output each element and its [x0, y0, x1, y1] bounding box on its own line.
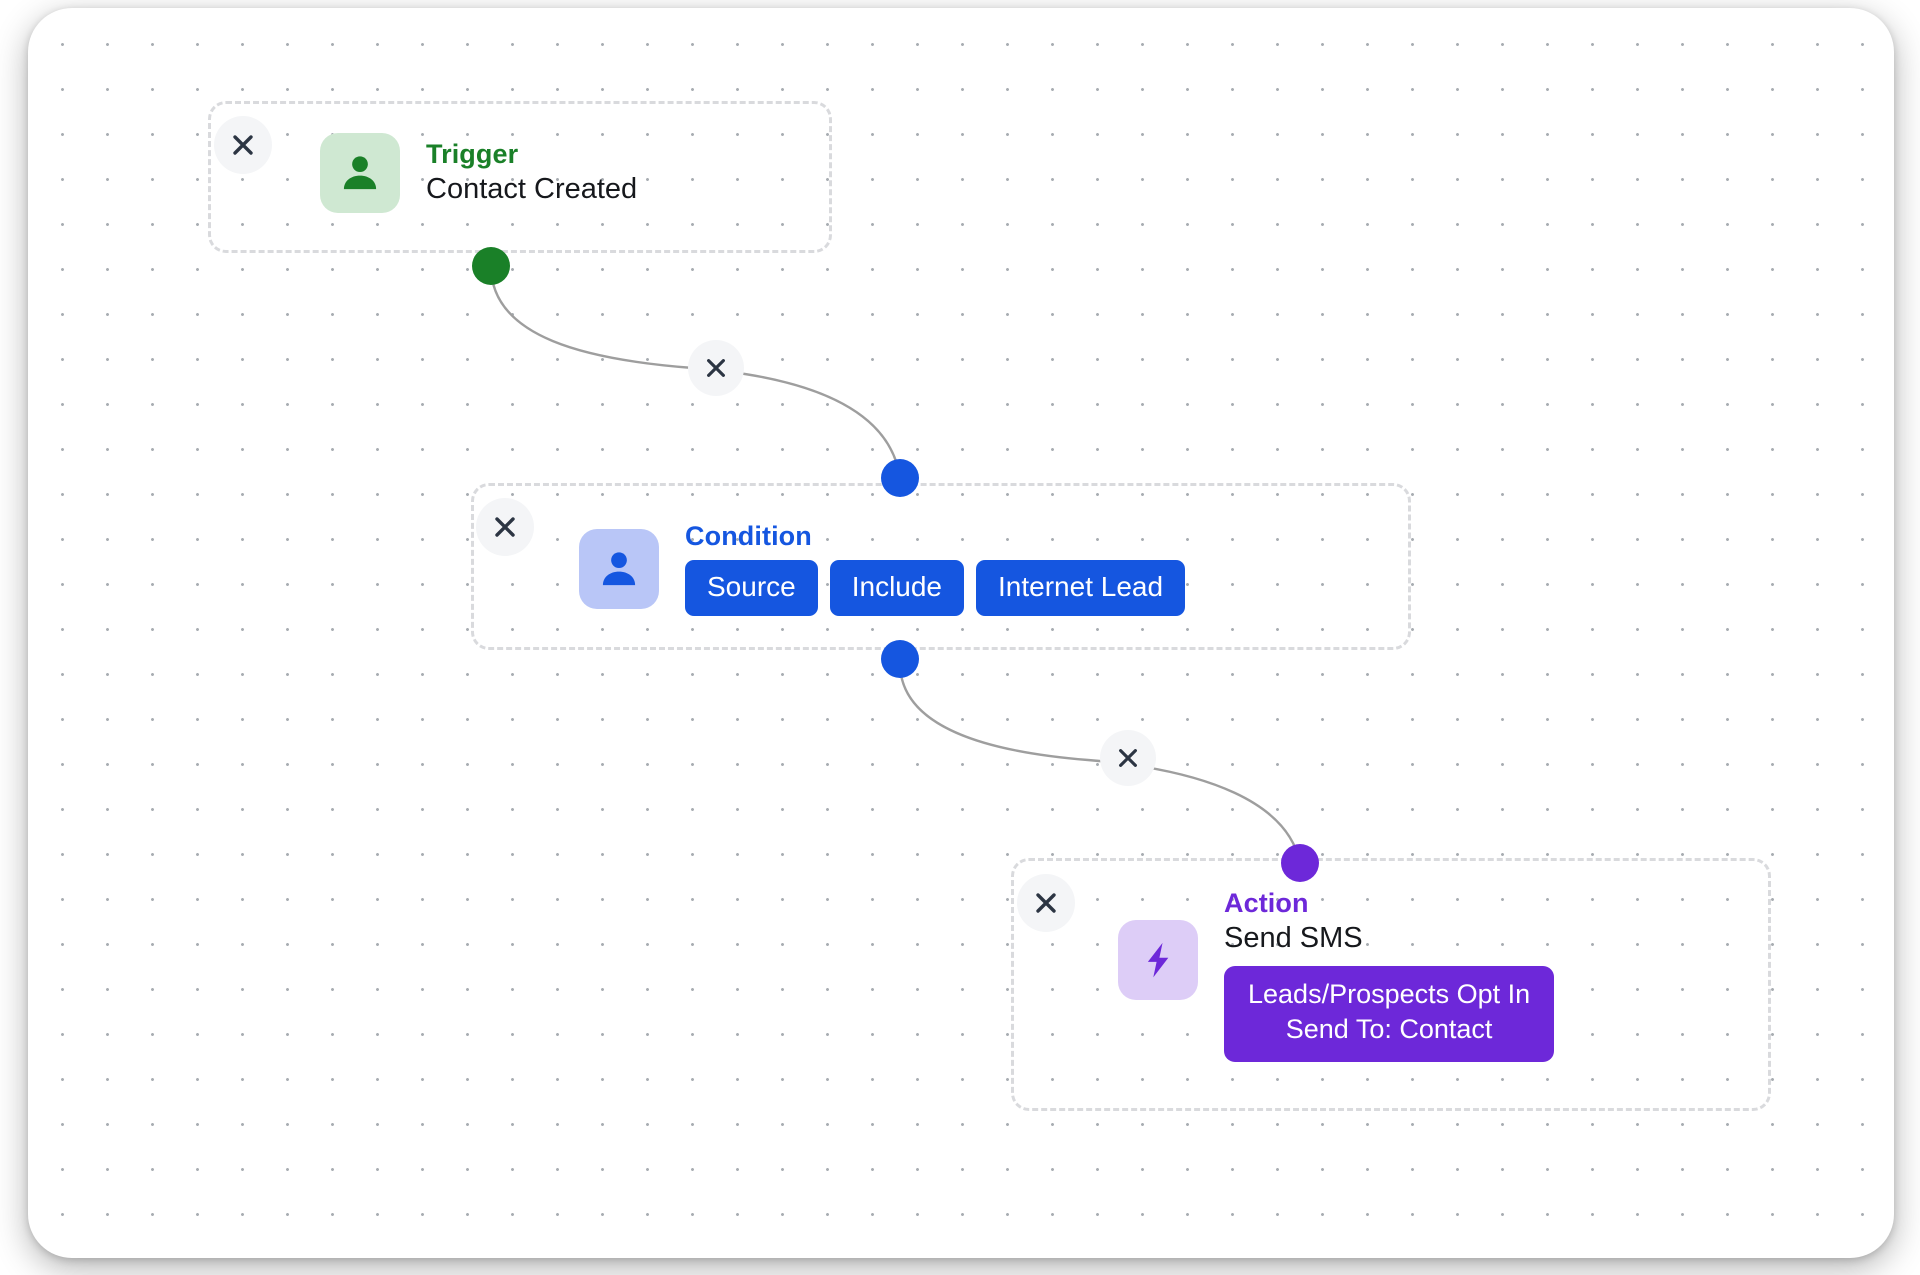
- action-detail-badge[interactable]: Leads/Prospects Opt In Send To: Contact: [1224, 965, 1555, 1063]
- trigger-content: Trigger Contact Created: [320, 133, 637, 213]
- action-text: Action Send SMS Leads/Prospects Opt In S…: [1224, 888, 1555, 1063]
- node-action[interactable]: [1011, 858, 1771, 1111]
- action-kind-label: Action: [1224, 888, 1309, 918]
- close-icon: [495, 517, 515, 537]
- condition-target-handle[interactable]: [881, 459, 919, 497]
- node-condition[interactable]: [471, 483, 1411, 650]
- action-close-button[interactable]: [1017, 874, 1075, 932]
- dot-grid-background: [28, 8, 1894, 1258]
- close-icon: [707, 359, 725, 377]
- person-icon-badge: [320, 133, 400, 213]
- person-icon-badge: [579, 529, 659, 609]
- workflow-canvas[interactable]: Trigger Contact Created: [28, 8, 1894, 1258]
- edge-condition-action-delete-button[interactable]: [1100, 730, 1156, 786]
- close-icon: [233, 135, 253, 155]
- trigger-close-button[interactable]: [214, 116, 272, 174]
- trigger-kind-label: Trigger: [426, 139, 519, 170]
- trigger-source-handle[interactable]: [472, 247, 510, 285]
- trigger-name: Contact Created: [426, 173, 638, 206]
- close-icon: [1119, 749, 1137, 767]
- action-content: Action Send SMS Leads/Prospects Opt In S…: [1118, 888, 1555, 1063]
- condition-badge-field[interactable]: Source: [685, 560, 818, 617]
- trigger-text: Trigger Contact Created: [426, 139, 637, 207]
- node-trigger[interactable]: [208, 101, 832, 253]
- close-icon: [1036, 893, 1056, 913]
- lightning-bolt-icon: [1147, 942, 1169, 978]
- condition-badge-row: Source Include Internet Lead: [685, 560, 1186, 617]
- condition-badge-operator[interactable]: Include: [829, 560, 965, 617]
- person-icon: [602, 552, 636, 586]
- condition-kind-label: Condition: [685, 521, 812, 551]
- action-target-handle[interactable]: [1281, 844, 1319, 882]
- condition-close-button[interactable]: [476, 498, 534, 556]
- condition-content: Condition Source Include Internet Lead: [579, 521, 1186, 617]
- condition-source-handle[interactable]: [881, 640, 919, 678]
- action-name: Send SMS: [1224, 922, 1363, 955]
- lightning-bolt-icon-badge: [1118, 920, 1198, 1000]
- person-icon: [343, 156, 377, 190]
- condition-badge-value[interactable]: Internet Lead: [976, 560, 1186, 617]
- condition-text: Condition Source Include Internet Lead: [685, 521, 1186, 617]
- edge-trigger-condition-delete-button[interactable]: [688, 340, 744, 396]
